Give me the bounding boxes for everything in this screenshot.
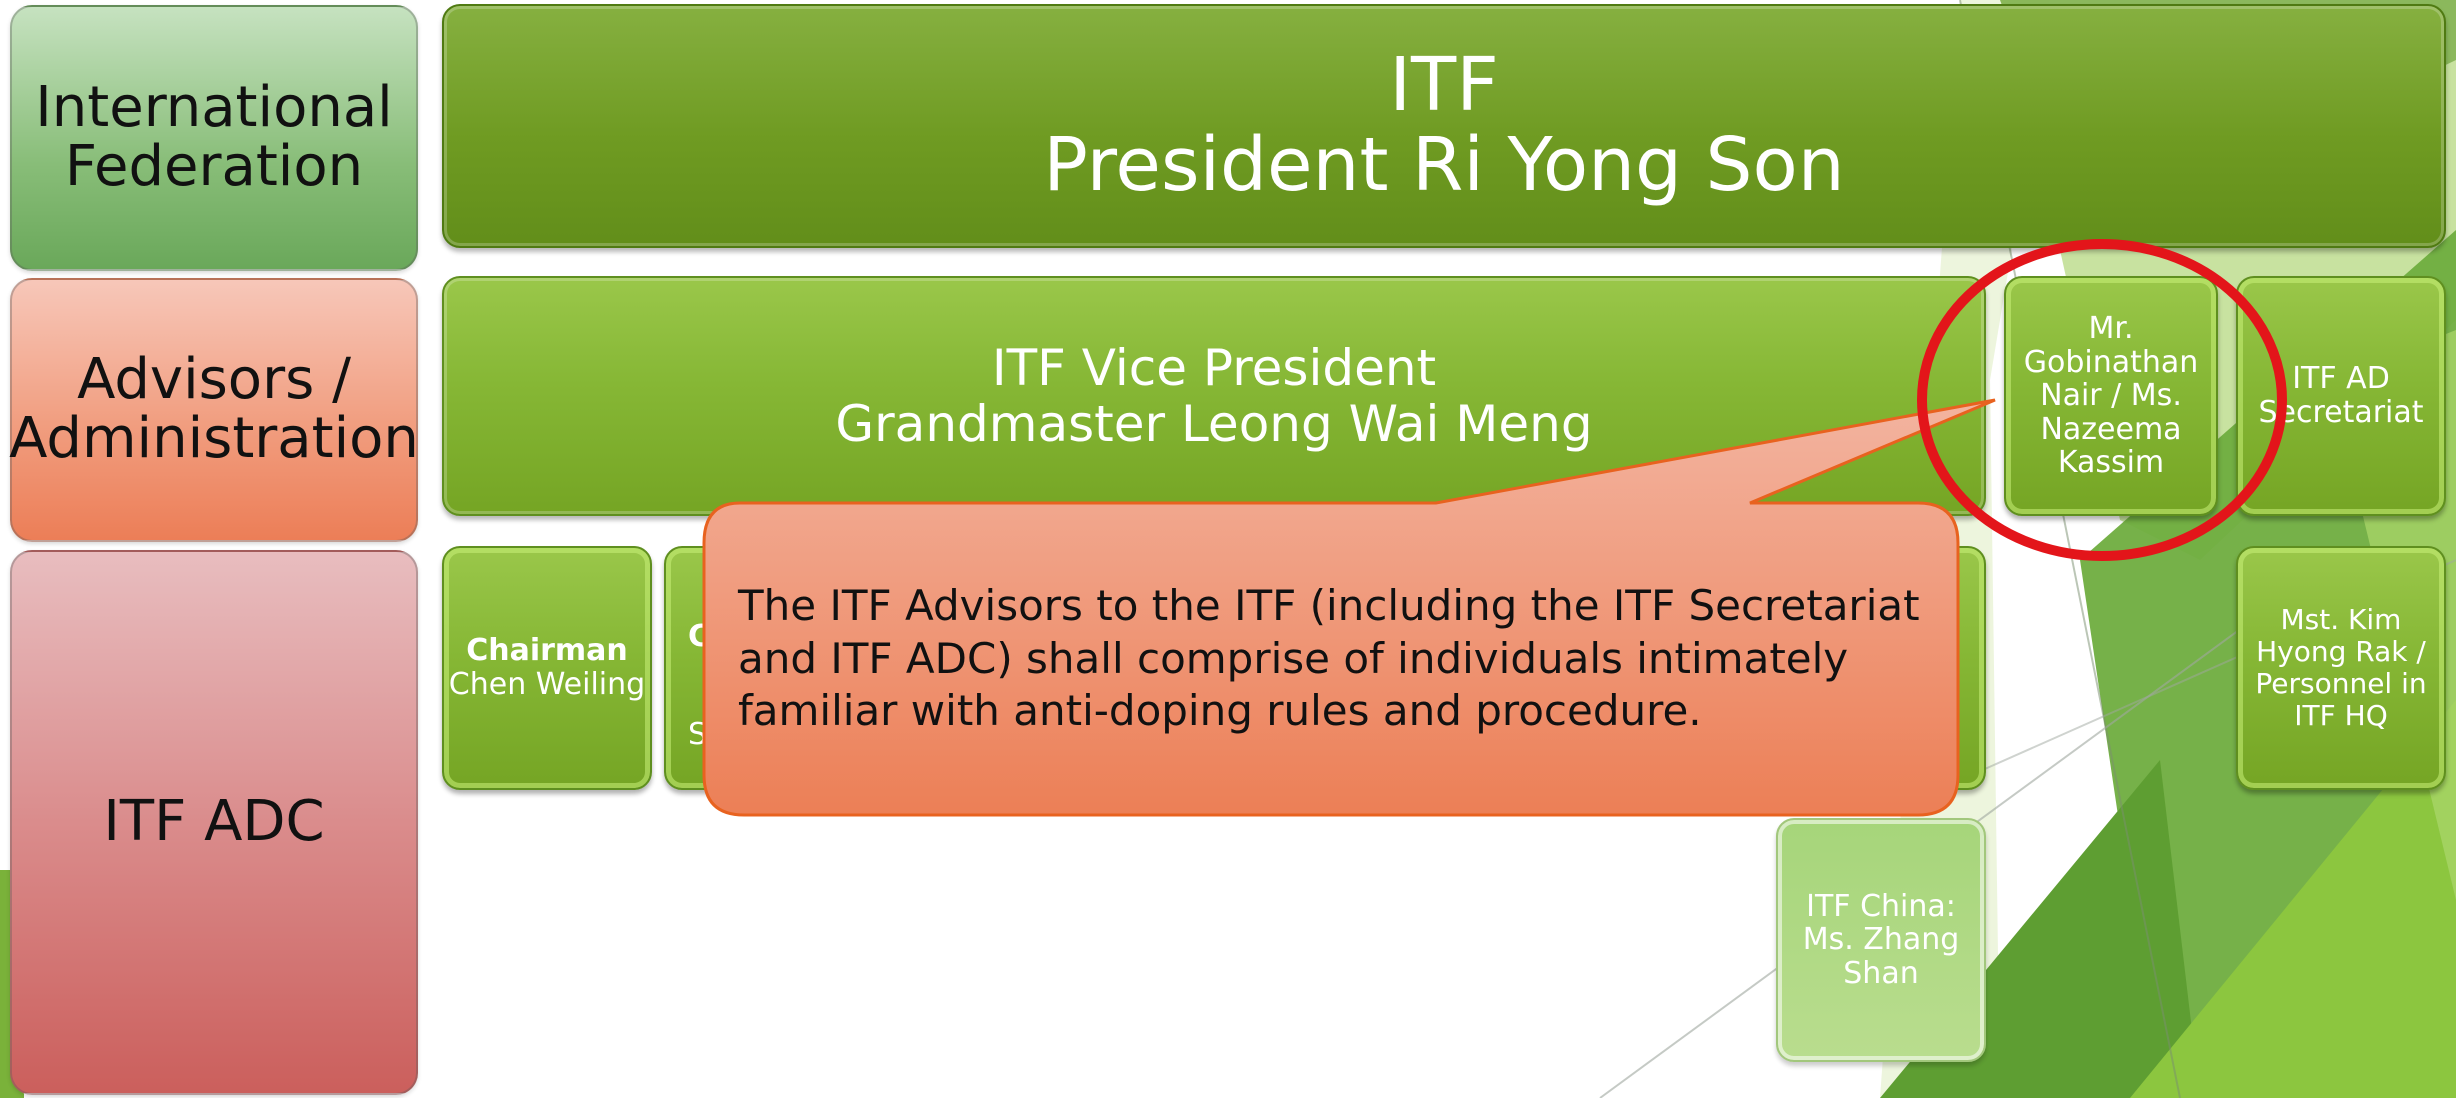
president-box-line1: ITF	[1389, 42, 1499, 129]
category-itf-adc: ITF ADC	[10, 550, 418, 1095]
partial-box-letter1: C	[688, 619, 711, 654]
chairman-title: Chairman	[466, 633, 628, 669]
callout-text: The ITF Advisors to the ITF (including t…	[738, 581, 1920, 735]
itf-china-box: ITF China: Ms. Zhang Shan	[1776, 818, 1986, 1062]
secretariat-text: ITF AD Secretariat	[2258, 361, 2424, 430]
advisor-names-text: Mr. Gobinathan Nair / Ms. Nazeema Kassim	[2023, 311, 2199, 481]
itf-president-box: ITF President Ri Yong Son	[442, 4, 2446, 248]
chairman-name: Chen Weiling	[448, 667, 646, 702]
president-box-line2: President Ri Yong Son	[1043, 122, 1845, 208]
itf-hq-personnel-box: Mst. Kim Hyong Rak / Personnel in ITF HQ	[2236, 546, 2446, 790]
vice-box-line1: ITF Vice President	[991, 339, 1437, 397]
category-advisors-administration: Advisors / Administration	[9, 278, 419, 542]
category-international-federation: International Federation	[10, 5, 418, 271]
partial-box-letter2: S	[688, 717, 708, 752]
advisor-names-box: Mr. Gobinathan Nair / Ms. Nazeema Kassim	[2004, 276, 2218, 516]
vice-box-line2: Grandmaster Leong Wai Meng	[835, 395, 1593, 453]
itf-ad-secretariat-box: ITF AD Secretariat	[2236, 276, 2446, 516]
chairman-box: Chairman Chen Weiling	[442, 546, 652, 790]
hq-personnel-text: Mst. Kim Hyong Rak / Personnel in ITF HQ	[2255, 602, 2427, 733]
itf-vice-president-box: ITF Vice President Grandmaster Leong Wai…	[442, 276, 1986, 516]
china-text: ITF China: Ms. Zhang Shan	[1802, 888, 1960, 991]
